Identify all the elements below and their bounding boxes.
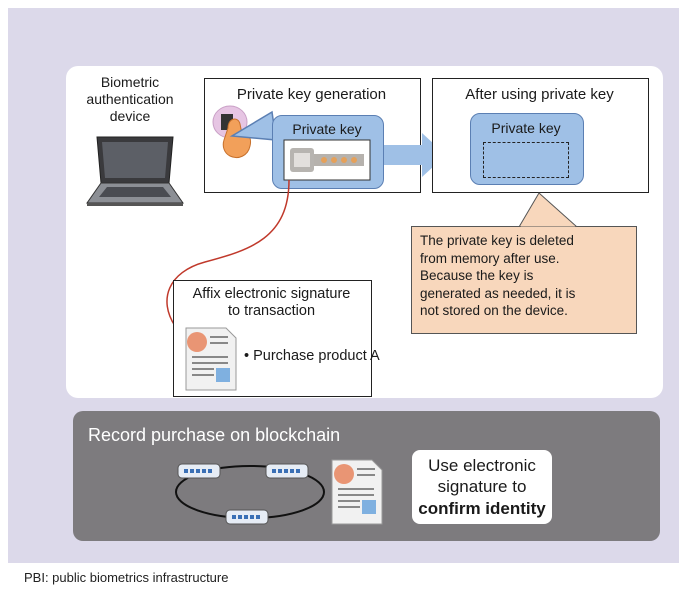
blockchain-document-icon [331,459,383,525]
device-label: Biometric authentication device [86,74,174,124]
private-key-label: Private key [292,121,362,137]
key-icon [283,139,371,181]
empty-key-panel [470,113,584,185]
note-pointer-cover [520,194,576,227]
private-key-label-after: Private key [491,120,561,136]
private-key-generation-title: Private key generation [236,86,387,103]
after-using-key-title: After using private key [465,86,614,103]
fingerprint-scanner-icon [212,105,251,159]
note-text: The private key is deleted from memory a… [420,233,576,319]
flow-arrow [384,133,446,177]
footnote: PBI: public biometrics infrastructure [24,570,229,585]
affix-signature-title: Affix electronic signature to transactio… [192,286,351,320]
laptop-icon [86,136,184,206]
confirm-identity-text: Use electronic signature to confirm iden… [418,456,546,518]
confirm-identity-box [412,450,552,524]
blockchain-title: Record purchase on blockchain [88,425,341,445]
blockchain-network-icon [175,463,325,525]
empty-key-slot [483,142,569,178]
purchase-item: • Purchase product A [244,348,380,364]
signed-document-icon [185,327,237,391]
